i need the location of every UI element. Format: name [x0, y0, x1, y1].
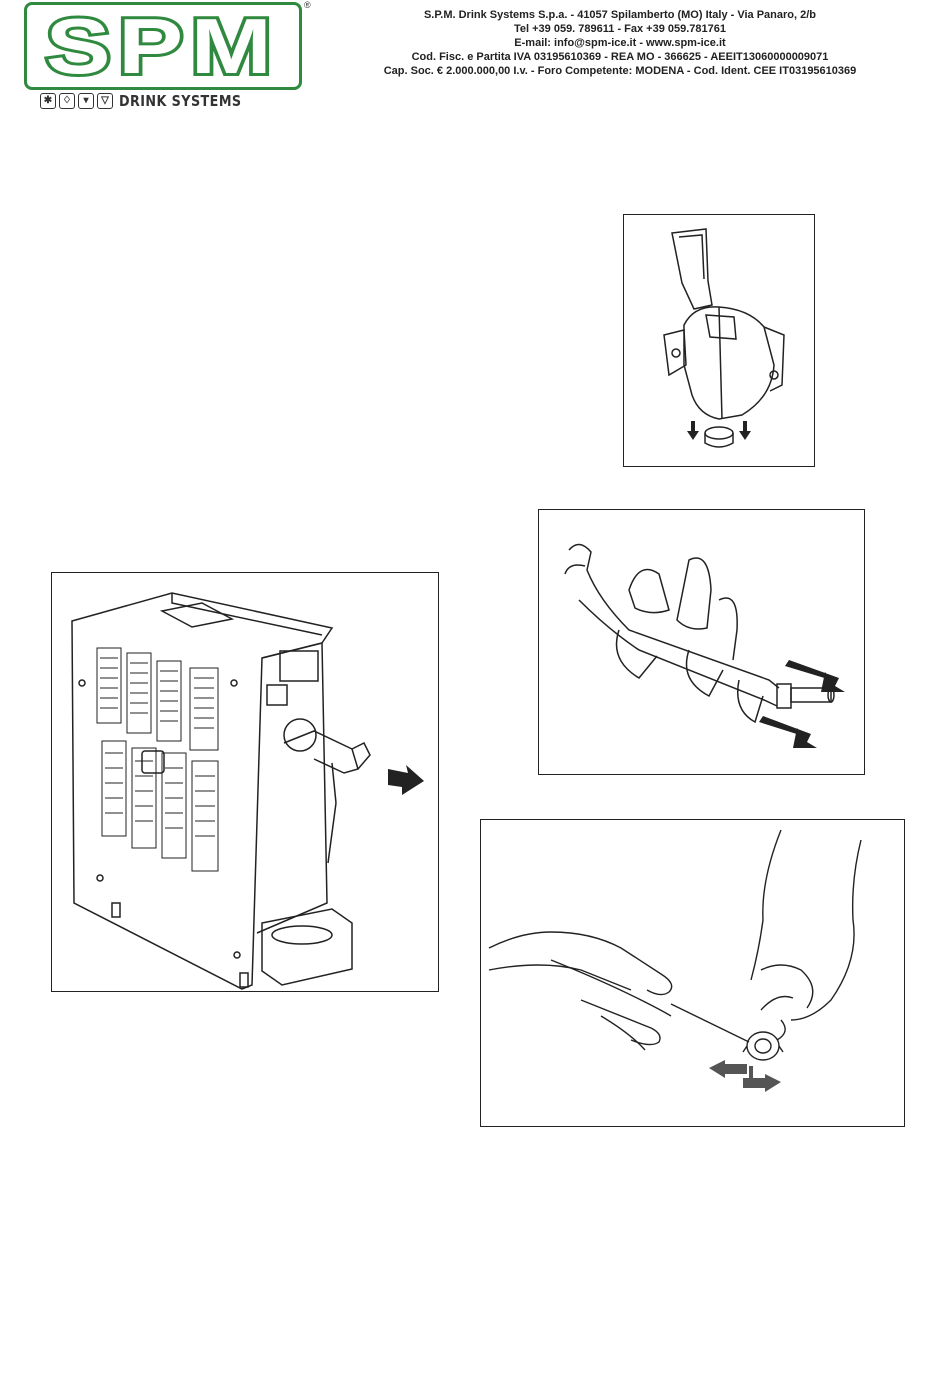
tap-icon — [663, 228, 785, 448]
company-line: S.P.M. Drink Systems S.p.a. - 41057 Spil… — [423, 9, 817, 21]
drop-icon: ♢ — [59, 93, 75, 109]
tagline: ✱ ♢ ▾ ▽ DRINK SYSTEMS — [40, 92, 263, 110]
registered-mark: ® — [304, 0, 311, 10]
figure-tap-assembly — [623, 214, 815, 467]
tagline-text: DRINK SYSTEMS — [119, 92, 242, 110]
machine-icon — [71, 592, 424, 990]
logo-text: SPM — [42, 2, 280, 90]
snowflake-icon: ✱ — [40, 93, 56, 109]
company-info: S.P.M. Drink Systems S.p.a. - 41057 Spil… — [310, 8, 930, 78]
cup-icon: ▾ — [78, 93, 94, 109]
spm-logo: SPM — [24, 2, 302, 90]
cone-icon: ▽ — [97, 93, 113, 109]
company-line: Tel +39 059. 789611 - Fax +39 059.781761 — [513, 23, 727, 35]
company-line: Cap. Soc. € 2.000.000,00 I.v. - Foro Com… — [383, 65, 857, 77]
hands-icon — [488, 829, 862, 1092]
company-line: Cod. Fisc. e Partita IVA 03195610369 - R… — [411, 51, 829, 63]
figure-auger — [538, 509, 865, 775]
figure-machine — [51, 572, 439, 992]
figure-hands-seal — [480, 819, 905, 1127]
auger-icon — [564, 543, 845, 748]
company-line: E-mail: info@spm-ice.it - www.spm-ice.it — [514, 37, 726, 49]
